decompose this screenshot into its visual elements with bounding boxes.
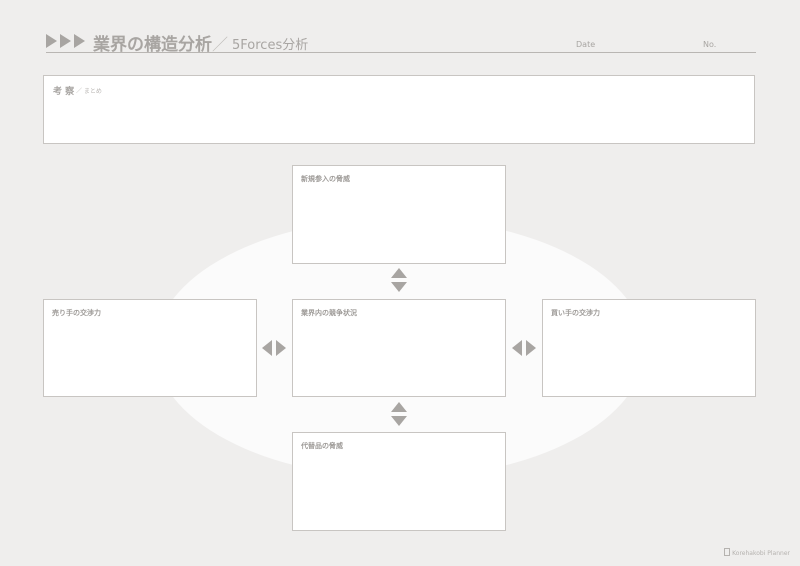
rivalry-box[interactable]: 業界内の競争状況: [292, 299, 506, 397]
vertical-arrows-bottom: [391, 402, 407, 428]
arrow-down-icon: [391, 416, 407, 426]
date-label: Date: [576, 40, 596, 49]
header-arrows: [46, 34, 85, 48]
new-entrants-label: 新規参入の脅威: [301, 175, 350, 183]
arrow-up-icon: [391, 402, 407, 412]
page-title: 業界の構造分析: [93, 35, 212, 55]
substitutes-box[interactable]: 代替品の脅威: [292, 432, 506, 531]
suppliers-box[interactable]: 売り手の交渉力: [43, 299, 257, 397]
arrow-down-icon: [391, 282, 407, 292]
page-header: 業界の構造分析 ／ 5Forces分析 Date No.: [46, 30, 756, 55]
new-entrants-box[interactable]: 新規参入の脅威: [292, 165, 506, 264]
horizontal-arrows-left: [262, 340, 288, 356]
title-separator: ／: [212, 35, 229, 54]
header-divider: [46, 52, 756, 53]
arrow-left-icon: [512, 340, 522, 356]
suppliers-label: 売り手の交渉力: [52, 309, 101, 317]
triangle-right-icon: [46, 34, 57, 48]
vertical-arrows-top: [391, 268, 407, 294]
page-subtitle: 5Forces分析: [232, 38, 309, 53]
footer-brand-label: Korehakobi Planner: [732, 550, 790, 557]
horizontal-arrows-right: [512, 340, 538, 356]
summary-box[interactable]: 考 察 ／ まとめ: [43, 75, 755, 144]
arrow-up-icon: [391, 268, 407, 278]
summary-title: 考 察: [53, 87, 75, 97]
buyers-label: 買い手の交渉力: [551, 309, 600, 317]
substitutes-label: 代替品の脅威: [301, 442, 343, 450]
summary-subtitle: ／ まとめ: [76, 88, 102, 95]
buyers-box[interactable]: 買い手の交渉力: [542, 299, 756, 397]
arrow-left-icon: [262, 340, 272, 356]
pen-icon: [724, 548, 731, 556]
rivalry-label: 業界内の競争状況: [301, 309, 357, 317]
arrow-right-icon: [276, 340, 286, 356]
triangle-right-icon: [74, 34, 85, 48]
number-label: No.: [703, 40, 717, 49]
arrow-right-icon: [526, 340, 536, 356]
triangle-right-icon: [60, 34, 71, 48]
footer-brand: Korehakobi Planner: [724, 548, 790, 557]
